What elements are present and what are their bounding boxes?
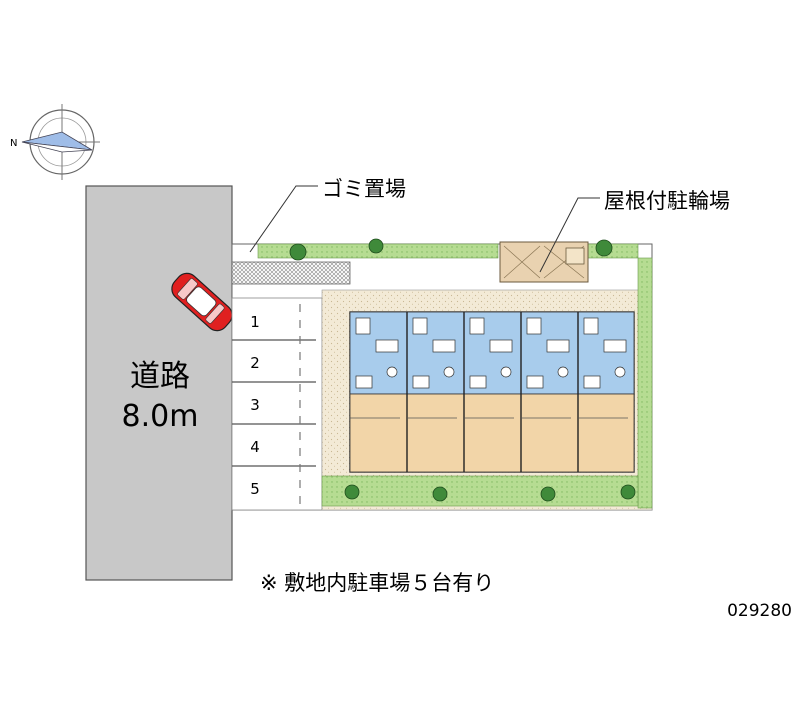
grass-strip-bottom — [321, 475, 639, 507]
road — [85, 185, 233, 581]
parking-lines — [232, 304, 316, 506]
parking-space-4: 4 — [250, 438, 260, 456]
bike-shelter-label: 屋根付駐輪場 — [604, 189, 730, 213]
grass-strip-right — [637, 257, 653, 509]
property-code: 029280 — [727, 601, 792, 621]
north-label: N — [10, 138, 17, 149]
grass-strip-top-right — [587, 243, 639, 259]
garbage-area — [231, 261, 351, 285]
leader-lines — [249, 185, 600, 273]
parking-lot — [231, 297, 323, 511]
parking-space-3: 3 — [250, 396, 260, 414]
parking-space-5: 5 — [250, 480, 260, 498]
parking-space-2: 2 — [250, 354, 260, 372]
road-width: 8.0m — [122, 399, 199, 434]
garbage-label: ゴミ置場 — [322, 177, 406, 201]
car-icon — [171, 272, 233, 332]
compass-icon: N — [10, 104, 100, 180]
road-name: 道路 — [130, 359, 190, 394]
parking-space-1: 1 — [250, 313, 260, 331]
bike-shelter — [499, 241, 589, 283]
parking-note: ※ 敷地内駐車場５台有り — [260, 571, 494, 595]
apartment-building — [349, 311, 635, 473]
tree-icons — [289, 238, 636, 502]
